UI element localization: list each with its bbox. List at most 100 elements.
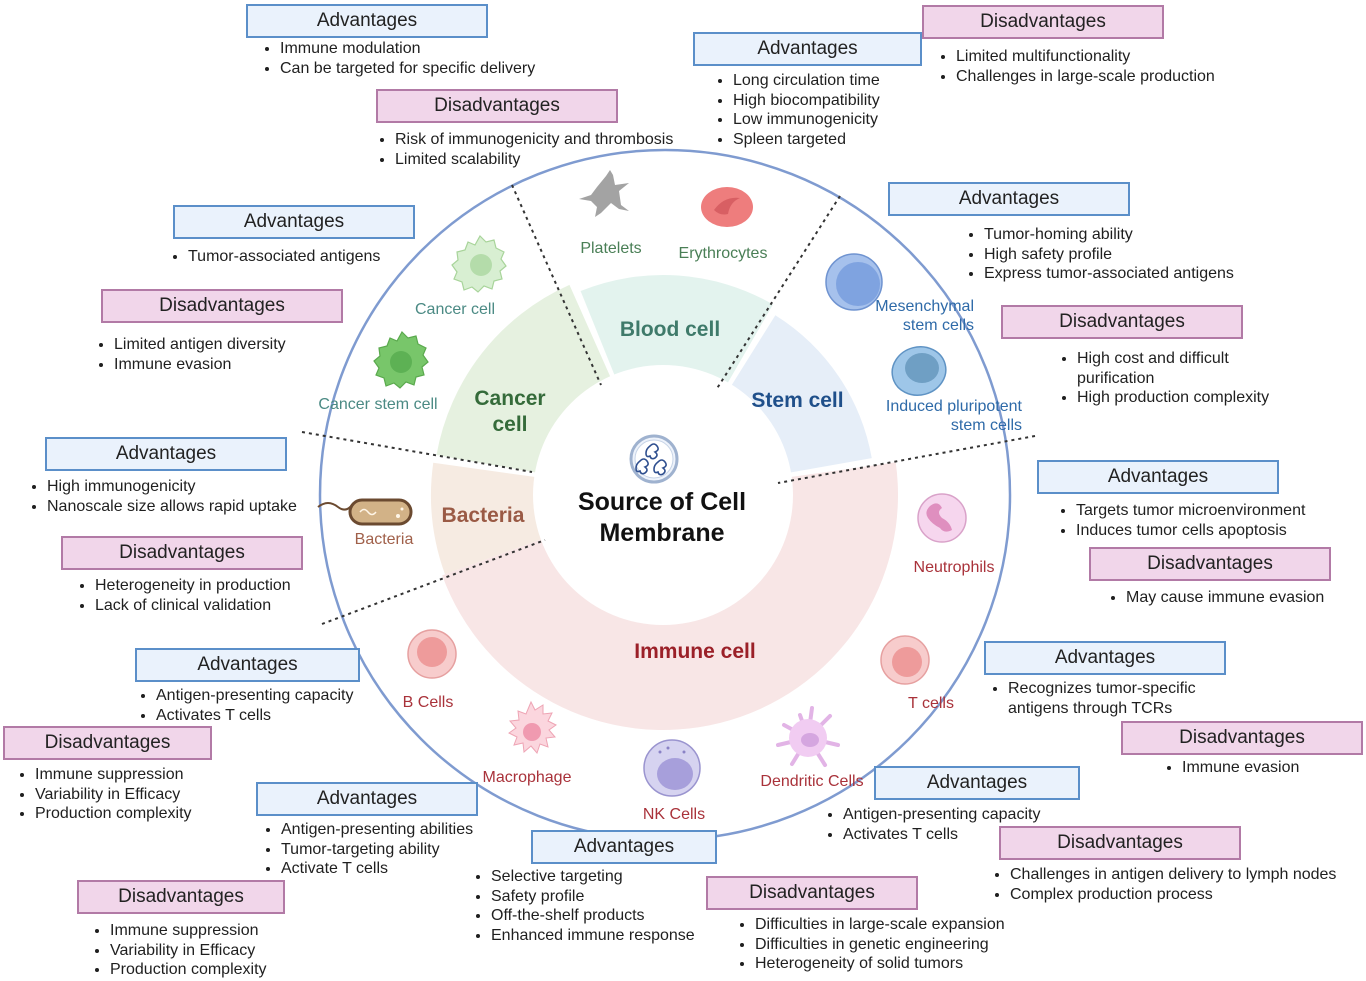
list-item: Production complexity bbox=[35, 804, 192, 824]
list-item: Antigen-presenting abilities bbox=[281, 820, 473, 840]
cell-label-b-cells: B Cells bbox=[402, 694, 454, 711]
list-item: May cause immune evasion bbox=[1126, 588, 1324, 608]
list-item: Production complexity bbox=[110, 960, 267, 980]
list-item: Risk of immunogenicity and thrombosis bbox=[395, 130, 673, 150]
list-item: Immune evasion bbox=[1182, 758, 1299, 778]
stem-disadvantages-list: High cost and difficult purification Hig… bbox=[1057, 349, 1277, 408]
erythrocyte-icon bbox=[701, 187, 753, 227]
list-item: Limited scalability bbox=[395, 150, 673, 170]
t-cells-advantages-header: Advantages bbox=[984, 641, 1226, 675]
list-item: Immune suppression bbox=[110, 921, 267, 941]
dendritic-disadvantages-header: Disadvantages bbox=[999, 826, 1241, 860]
list-item: High immunogenicity bbox=[47, 477, 297, 497]
cell-label-nk-cells: NK Cells bbox=[642, 806, 706, 823]
cancer-disadvantages-list: Limited antigen diversity Immune evasion bbox=[94, 335, 286, 374]
list-item: Low immunogenicity bbox=[733, 110, 880, 130]
stem-advantages-list: Tumor-homing ability High safety profile… bbox=[964, 225, 1234, 284]
sector-label-bacteria: Bacteria bbox=[441, 504, 525, 527]
neutrophil-icon bbox=[917, 493, 967, 543]
dendritic-advantages-list: Antigen-presenting capacity Activates T … bbox=[823, 805, 1040, 844]
list-item: Long circulation time bbox=[733, 71, 880, 91]
center-title: Source of Cell Membrane bbox=[552, 487, 772, 549]
cancer-stem-cell-icon bbox=[373, 331, 429, 389]
sector-blood-cell bbox=[580, 275, 773, 385]
list-item: Safety profile bbox=[491, 887, 695, 907]
cancer-advantages-header: Advantages bbox=[173, 205, 415, 239]
list-item: Antigen-presenting capacity bbox=[843, 805, 1040, 825]
macrophage-disadvantages-list: Immune suppression Variability in Effica… bbox=[90, 921, 267, 980]
divider-cancer-blood bbox=[511, 184, 602, 386]
b-cells-advantages-list: Antigen-presenting capacity Activates T … bbox=[136, 686, 353, 725]
b-cells-disadvantages-list: Immune suppression Variability in Effica… bbox=[15, 765, 192, 824]
center-title-line1: Source of Cell bbox=[577, 488, 747, 516]
list-item: Difficulties in large-scale expansion bbox=[755, 915, 1005, 935]
nk-cells-advantages-list: Selective targeting Safety profile Off-t… bbox=[471, 867, 695, 945]
cell-label-platelets: Platelets bbox=[580, 240, 642, 257]
nk-cell-icon bbox=[643, 739, 701, 797]
neutrophils-advantages-list: Targets tumor microenvironment Induces t… bbox=[1056, 501, 1305, 540]
cell-label-dendritic: Dendritic Cells bbox=[760, 773, 864, 790]
erythrocytes-disadvantages-list: Limited multifunctionality Challenges in… bbox=[936, 47, 1215, 86]
platelets-disadvantages-list: Risk of immunogenicity and thrombosis Li… bbox=[375, 130, 673, 169]
macrophage-icon bbox=[508, 700, 557, 754]
b-cell-icon bbox=[407, 629, 457, 679]
bacterium-icon bbox=[317, 498, 413, 526]
nk-cells-advantages-header: Advantages bbox=[531, 830, 717, 864]
center-title-line2: Membrane bbox=[599, 519, 725, 547]
list-item: Tumor-associated antigens bbox=[188, 247, 380, 267]
cell-label-macrophage: Macrophage bbox=[482, 769, 572, 786]
dendritic-advantages-header: Advantages bbox=[874, 766, 1080, 800]
macrophage-advantages-header: Advantages bbox=[256, 782, 478, 816]
ipsc-icon bbox=[891, 346, 947, 396]
t-cells-disadvantages-header: Disadvantages bbox=[1121, 721, 1363, 755]
sector-label-blood: Blood cell bbox=[619, 318, 721, 341]
list-item: Induces tumor cells apoptosis bbox=[1076, 521, 1305, 541]
list-item: Complex production process bbox=[1010, 885, 1336, 905]
list-item: Tumor-targeting ability bbox=[281, 840, 473, 860]
cell-label-bacteria: Bacteria bbox=[354, 531, 414, 548]
t-cell-icon bbox=[880, 635, 930, 685]
list-item: Targets tumor microenvironment bbox=[1076, 501, 1305, 521]
cell-label-ipsc-line1: Induced pluripotent bbox=[885, 398, 1022, 415]
list-item: Variability in Efficacy bbox=[35, 785, 192, 805]
list-item: Difficulties in genetic engineering bbox=[755, 935, 1005, 955]
neutrophils-disadvantages-list: May cause immune evasion bbox=[1106, 588, 1324, 608]
bacteria-disadvantages-header: Disadvantages bbox=[61, 536, 303, 570]
list-item: Challenges in antigen delivery to lymph … bbox=[1010, 865, 1336, 885]
t-cells-disadvantages-list: Immune evasion bbox=[1162, 758, 1299, 778]
cell-label-ipsc: Induced pluripotent stem cells bbox=[872, 397, 1022, 435]
macrophage-advantages-list: Antigen-presenting abilities Tumor-targe… bbox=[261, 820, 473, 879]
platelets-advantages-header: Advantages bbox=[246, 4, 488, 38]
cell-membrane-vesicle-icon bbox=[629, 434, 679, 484]
sector-cancer-cell bbox=[436, 284, 611, 473]
cell-label-cancer-stem-cell: Cancer stem cell bbox=[318, 396, 438, 413]
erythrocytes-disadvantages-header: Disadvantages bbox=[922, 5, 1164, 39]
list-item: Immune evasion bbox=[114, 355, 286, 375]
platelets-advantages-list: Immune modulation Can be targeted for sp… bbox=[260, 39, 535, 78]
list-item: Off-the-shelf products bbox=[491, 906, 695, 926]
b-cells-advantages-header: Advantages bbox=[135, 648, 360, 682]
sector-label-cancer: Cancer cell bbox=[455, 386, 565, 438]
list-item: Can be targeted for specific delivery bbox=[280, 59, 535, 79]
list-item: High biocompatibility bbox=[733, 91, 880, 111]
list-item: Immune suppression bbox=[35, 765, 192, 785]
divider-stem-immune bbox=[777, 435, 1036, 484]
list-item: Immune modulation bbox=[280, 39, 535, 59]
list-item: Tumor-homing ability bbox=[984, 225, 1234, 245]
bacteria-advantages-list: High immunogenicity Nanoscale size allow… bbox=[27, 477, 297, 516]
cell-label-mesenchymal-line1: Mesenchymal bbox=[875, 298, 974, 315]
cell-label-erythrocytes: Erythrocytes bbox=[678, 245, 768, 262]
cell-label-t-cells: T cells bbox=[908, 695, 954, 712]
sector-bacteria bbox=[431, 462, 543, 575]
cell-label-neutrophils: Neutrophils bbox=[913, 559, 995, 576]
cancer-disadvantages-header: Disadvantages bbox=[101, 289, 343, 323]
list-item: Nanoscale size allows rapid uptake bbox=[47, 497, 297, 517]
sector-label-cancer-line1: Cancer bbox=[474, 387, 546, 410]
list-item: Limited antigen diversity bbox=[114, 335, 286, 355]
bacteria-advantages-header: Advantages bbox=[45, 437, 287, 471]
mesenchymal-stem-cell-icon bbox=[825, 253, 883, 311]
list-item: High safety profile bbox=[984, 245, 1234, 265]
neutrophils-disadvantages-header: Disadvantages bbox=[1089, 547, 1331, 581]
list-item: Activates T cells bbox=[156, 706, 353, 726]
